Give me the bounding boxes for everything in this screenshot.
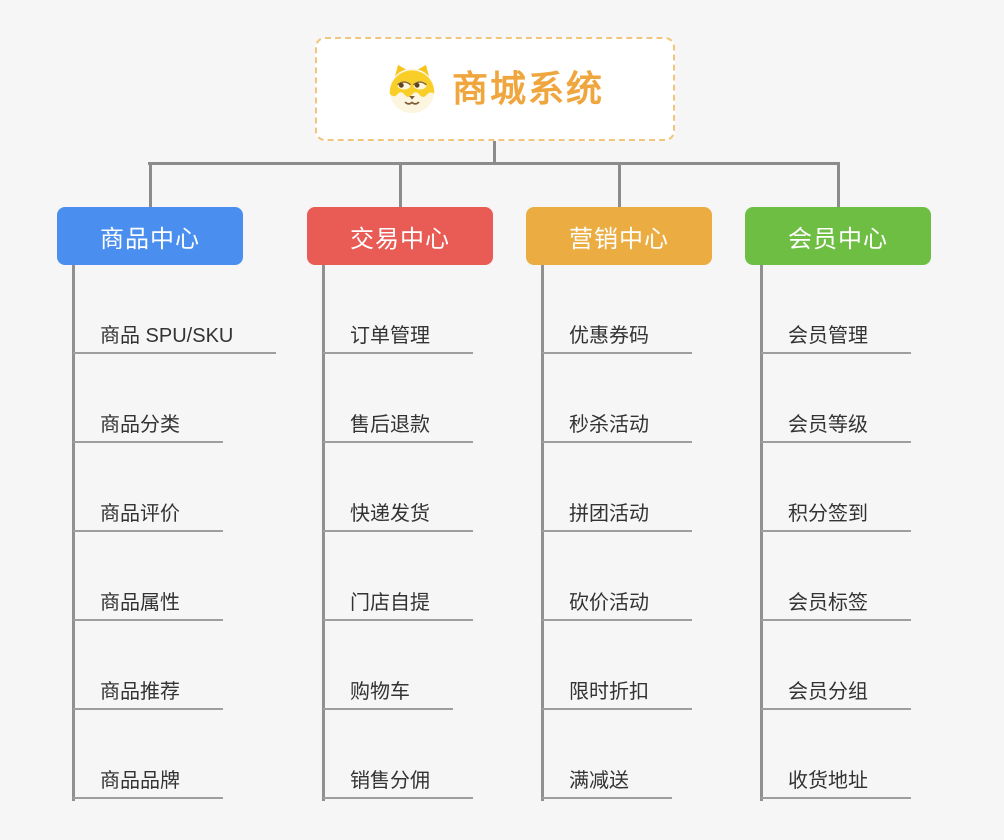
child-topic[interactable]: 商品推荐: [73, 676, 223, 710]
branch-spine: [760, 265, 763, 801]
branch-header-1[interactable]: 商品中心: [57, 207, 243, 265]
child-topic[interactable]: 商品分类: [73, 409, 223, 443]
child-topic[interactable]: 会员标签: [761, 587, 911, 621]
connector-rail: [148, 162, 839, 165]
child-topic[interactable]: 销售分佣: [323, 765, 473, 799]
root-node[interactable]: 商城系统: [315, 37, 675, 141]
child-topic[interactable]: 优惠券码: [542, 320, 692, 354]
branch-header-2[interactable]: 交易中心: [307, 207, 493, 265]
child-topic[interactable]: 商品评价: [73, 498, 223, 532]
child-topic[interactable]: 拼团活动: [542, 498, 692, 532]
connector-root-stub: [493, 141, 496, 165]
child-topic[interactable]: 砍价活动: [542, 587, 692, 621]
child-topic[interactable]: 商品属性: [73, 587, 223, 621]
connector-branch-drop: [399, 162, 402, 207]
child-topic[interactable]: 积分签到: [761, 498, 911, 532]
child-topic[interactable]: 商品品牌: [73, 765, 223, 799]
child-topic[interactable]: 会员管理: [761, 320, 911, 354]
child-topic[interactable]: 购物车: [323, 676, 453, 710]
root-title: 商城系统: [451, 68, 604, 109]
child-topic[interactable]: 商品 SPU/SKU: [73, 320, 277, 354]
dog-face-icon: [386, 63, 438, 115]
branch-spine: [541, 265, 544, 801]
child-topic[interactable]: 订单管理: [323, 320, 473, 354]
branch-spine: [322, 265, 325, 801]
child-topic[interactable]: 售后退款: [323, 409, 473, 443]
child-topic[interactable]: 收货地址: [761, 765, 911, 799]
child-topic[interactable]: 门店自提: [323, 587, 473, 621]
child-topic[interactable]: 限时折扣: [542, 676, 692, 710]
connector-branch-drop: [149, 162, 152, 207]
branch-header-3[interactable]: 营销中心: [526, 207, 712, 265]
connector-branch-drop: [837, 162, 840, 207]
child-topic[interactable]: 会员分组: [761, 676, 911, 710]
child-topic[interactable]: 秒杀活动: [542, 409, 692, 443]
child-topic[interactable]: 满减送: [542, 765, 672, 799]
branch-spine: [72, 265, 75, 801]
child-topic[interactable]: 会员等级: [761, 409, 911, 443]
child-topic[interactable]: 快递发货: [323, 498, 473, 532]
connector-branch-drop: [618, 162, 621, 207]
branch-header-4[interactable]: 会员中心: [745, 207, 931, 265]
